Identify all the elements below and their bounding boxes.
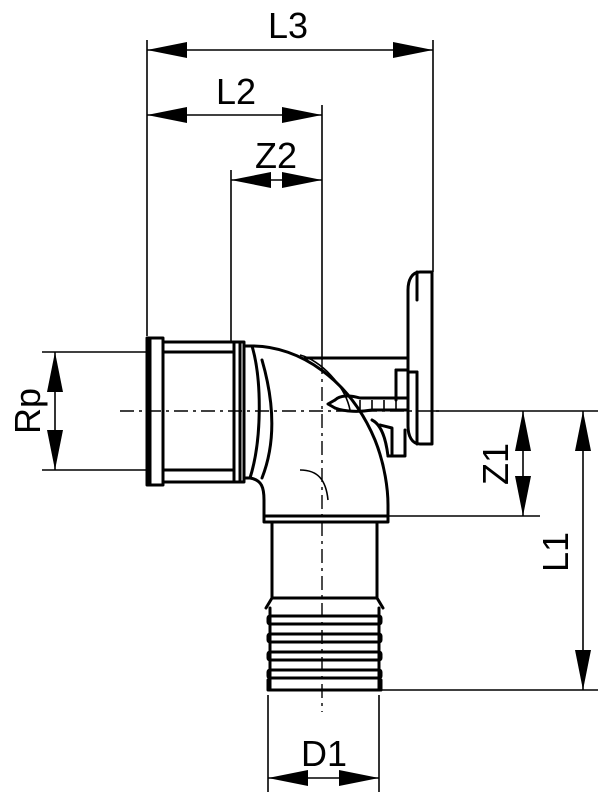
arrow-head bbox=[515, 476, 531, 516]
arrow-head bbox=[393, 42, 433, 58]
dim-label-l2: L2 bbox=[216, 71, 256, 112]
arrow-head bbox=[282, 107, 322, 123]
dimension-L1: L1 bbox=[535, 411, 591, 690]
rib bbox=[266, 632, 383, 644]
arrow-head bbox=[515, 411, 531, 451]
threaded-socket bbox=[145, 336, 246, 487]
dim-label-rp: Rp bbox=[7, 388, 48, 434]
wall-plate bbox=[394, 270, 434, 446]
extension-lines bbox=[42, 40, 598, 792]
arrow-head bbox=[575, 411, 591, 451]
dimension-Rp: Rp bbox=[7, 352, 63, 470]
dimension-D1: D1 bbox=[268, 733, 379, 786]
arrow-head bbox=[147, 42, 187, 58]
dim-label-d1: D1 bbox=[301, 733, 347, 774]
arrow-head bbox=[339, 770, 379, 786]
dim-label-z2: Z2 bbox=[255, 135, 297, 176]
arrow-head bbox=[47, 430, 63, 470]
rib bbox=[266, 668, 383, 680]
arrow-head bbox=[282, 172, 322, 188]
dimension-Z1: Z1 bbox=[475, 411, 531, 516]
elbow bbox=[242, 344, 390, 518]
dimension-L3: L3 bbox=[147, 5, 433, 58]
rib bbox=[266, 650, 383, 662]
arrow-head bbox=[268, 770, 308, 786]
dimension-L2: L2 bbox=[147, 71, 322, 123]
dim-label-l1: L1 bbox=[535, 532, 576, 572]
mounting-lug bbox=[303, 356, 410, 458]
dimension-Z2: Z2 bbox=[231, 135, 322, 188]
rib bbox=[266, 614, 383, 626]
arrow-head bbox=[231, 172, 271, 188]
dim-label-z1: Z1 bbox=[475, 443, 516, 485]
fitting-body bbox=[145, 270, 434, 692]
dim-label-l3: L3 bbox=[268, 5, 308, 46]
arrow-head bbox=[575, 650, 591, 690]
arrow-head bbox=[47, 352, 63, 392]
pipe-spigot bbox=[262, 514, 390, 692]
arrow-head bbox=[147, 107, 187, 123]
center-lines bbox=[120, 360, 440, 712]
